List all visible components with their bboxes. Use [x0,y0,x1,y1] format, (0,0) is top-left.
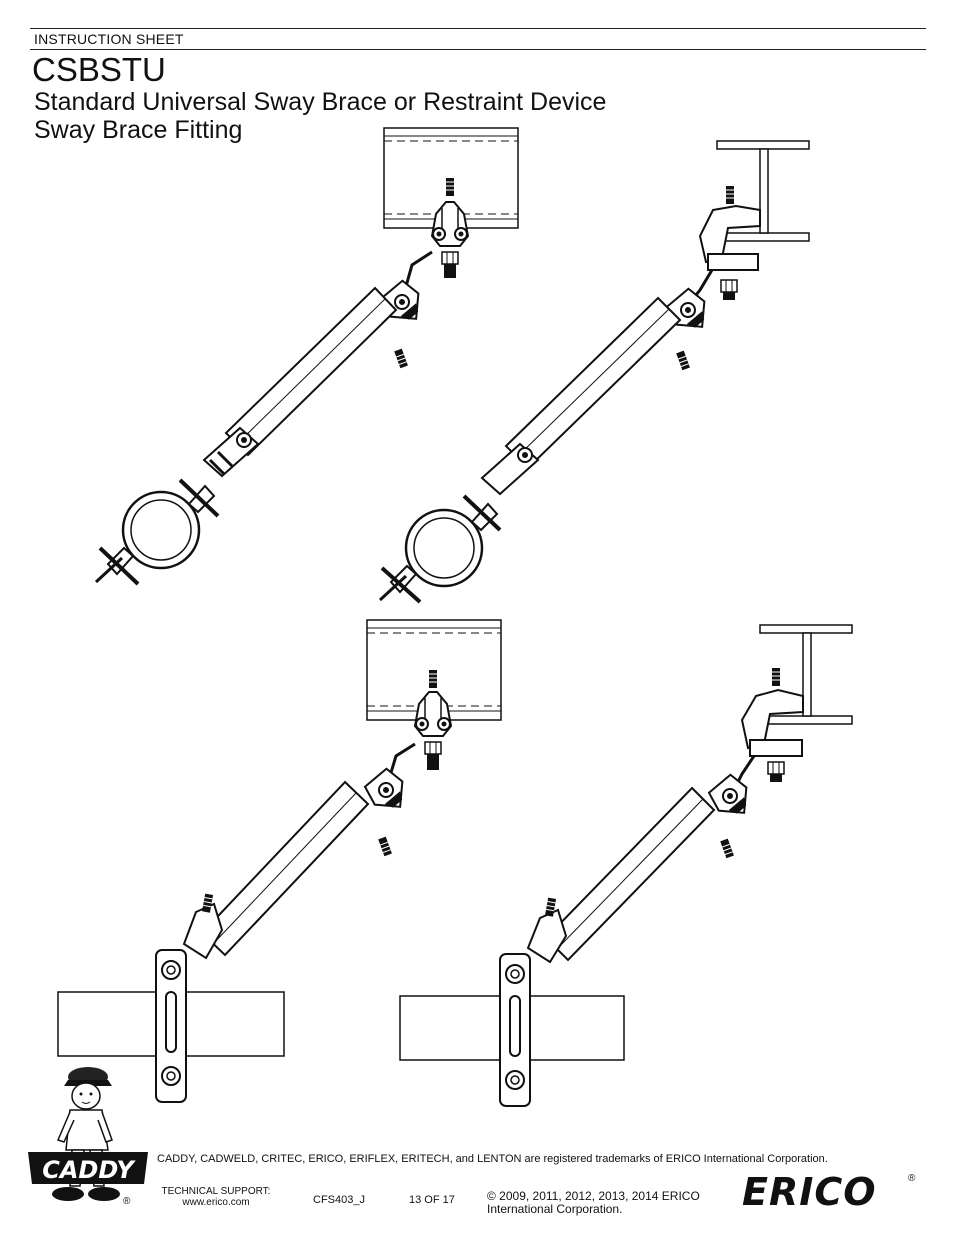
header-bottom-rule [30,49,926,50]
page-subtitle: Standard Universal Sway Brace or Restrai… [34,88,607,116]
header-top-rule [30,28,926,29]
figure-beam-mount-strut-clamp [399,624,853,1107]
trademark-notice: CADDY, CADWELD, CRITEC, ERICO, ERIFLEX, … [157,1153,828,1165]
page-title: CSBSTU [32,51,166,88]
figure-concrete-mount-pipe-ring [94,127,519,586]
tech-support-label: TECHNICAL SUPPORT: [161,1186,271,1197]
copyright-line-2: International Corporation. [487,1202,623,1216]
erico-logo: ERICO [742,1171,877,1211]
sheet-label: INSTRUCTION SHEET [34,31,184,47]
figure-beam-mount-pipe-ring [378,140,810,604]
copyright-line-1: © 2009, 2011, 2012, 2013, 2014 ERICO [487,1189,700,1203]
figure-concrete-mount-strut-clamp [57,619,502,1103]
page-subtitle-secondary: Sway Brace Fitting [34,116,243,144]
caddy-registered-mark: ® [123,1196,131,1207]
tech-support-url[interactable]: www.erico.com [182,1197,250,1208]
document-code: CFS403_J [313,1194,365,1206]
caddy-mascot-logo: CADDY [28,1067,148,1201]
page-number: 13 OF 17 [409,1194,455,1206]
caddy-logo-text: CADDY [42,1156,136,1184]
erico-registered-mark: ® [908,1173,916,1184]
erico-logo-text: ERICO [742,1171,877,1211]
